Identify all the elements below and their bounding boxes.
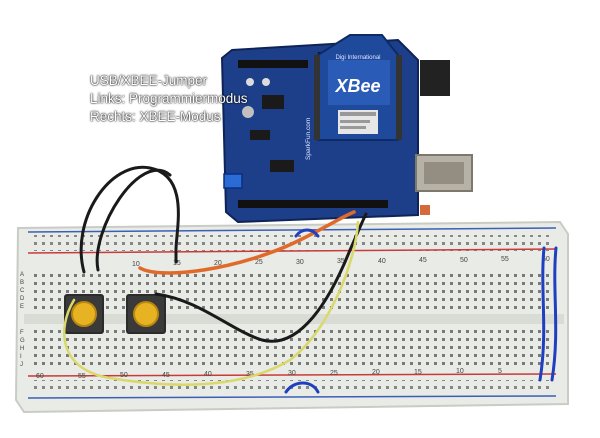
power-jack bbox=[420, 60, 450, 96]
col-number: 35 bbox=[337, 258, 345, 265]
row-letter: J bbox=[20, 362, 23, 368]
col-number: 60 bbox=[36, 373, 44, 380]
col-number: 30 bbox=[296, 259, 304, 266]
col-number: 15 bbox=[414, 369, 422, 376]
shield-silkscreen: SparkFun.com bbox=[305, 118, 312, 160]
row-letters: A B C D E F G H I J bbox=[20, 272, 25, 368]
row-letter: F bbox=[20, 330, 24, 336]
xbee-brand-label: XBee bbox=[334, 76, 380, 96]
row-letter: A bbox=[20, 272, 24, 278]
row-letter: H bbox=[20, 346, 24, 352]
row-letter: C bbox=[20, 288, 25, 294]
row-letter: D bbox=[20, 296, 25, 302]
col-number: 20 bbox=[214, 260, 222, 267]
wire-yellow bbox=[62, 220, 360, 386]
column-numbers-top: 10 15 20 25 30 35 40 45 50 55 60 bbox=[132, 256, 550, 268]
col-number: 60 bbox=[542, 256, 550, 263]
row-letter: E bbox=[20, 304, 24, 310]
col-number: 55 bbox=[78, 373, 86, 380]
col-number: 15 bbox=[173, 260, 181, 267]
col-number: 55 bbox=[501, 256, 509, 263]
col-number: 25 bbox=[255, 259, 263, 266]
wire-orange bbox=[138, 210, 356, 275]
col-number: 20 bbox=[372, 369, 380, 376]
col-number: 50 bbox=[120, 372, 128, 379]
wire-blue-1 bbox=[538, 246, 546, 382]
wire-blue-2 bbox=[550, 246, 558, 382]
col-number: 5 bbox=[498, 368, 502, 375]
col-number: 25 bbox=[330, 370, 338, 377]
arduino-xbee-shield: Digi International XBee SparkFun.com bbox=[220, 34, 473, 224]
xbee-module: Digi International XBee bbox=[317, 34, 399, 141]
col-number: 45 bbox=[162, 372, 170, 379]
col-number: 40 bbox=[378, 258, 386, 265]
wire-blue-short-1 bbox=[284, 381, 320, 394]
col-number: 30 bbox=[288, 370, 296, 377]
col-number: 10 bbox=[456, 368, 464, 375]
usb-xbee-jumper bbox=[223, 173, 243, 189]
wires bbox=[62, 165, 558, 394]
wire-black-1 bbox=[79, 165, 180, 274]
annotation-arrow bbox=[149, 136, 220, 176]
annotation-line-2: Links: Programmiermodus bbox=[90, 91, 248, 106]
row-letter: G bbox=[20, 338, 25, 344]
col-number: 40 bbox=[204, 371, 212, 378]
wire-black-2 bbox=[95, 168, 172, 272]
col-number: 45 bbox=[419, 257, 427, 264]
annotation-line-1: USB/XBEE-Jumper bbox=[90, 73, 208, 88]
col-number: 50 bbox=[460, 257, 468, 264]
row-letter: I bbox=[20, 354, 22, 360]
column-numbers-bottom: 60 55 50 45 40 35 30 25 20 15 10 5 bbox=[36, 368, 502, 380]
breadboard bbox=[14, 220, 569, 414]
annotation-line-3: Rechts: XBEE-Modus bbox=[90, 109, 221, 124]
wire-blue-short-2 bbox=[294, 228, 320, 238]
col-number: 10 bbox=[132, 261, 140, 268]
col-number: 35 bbox=[246, 371, 254, 378]
push-button-left bbox=[64, 294, 104, 334]
push-button-right bbox=[126, 294, 166, 334]
xbee-maker-label: Digi International bbox=[335, 55, 380, 61]
row-letter: B bbox=[20, 280, 24, 286]
